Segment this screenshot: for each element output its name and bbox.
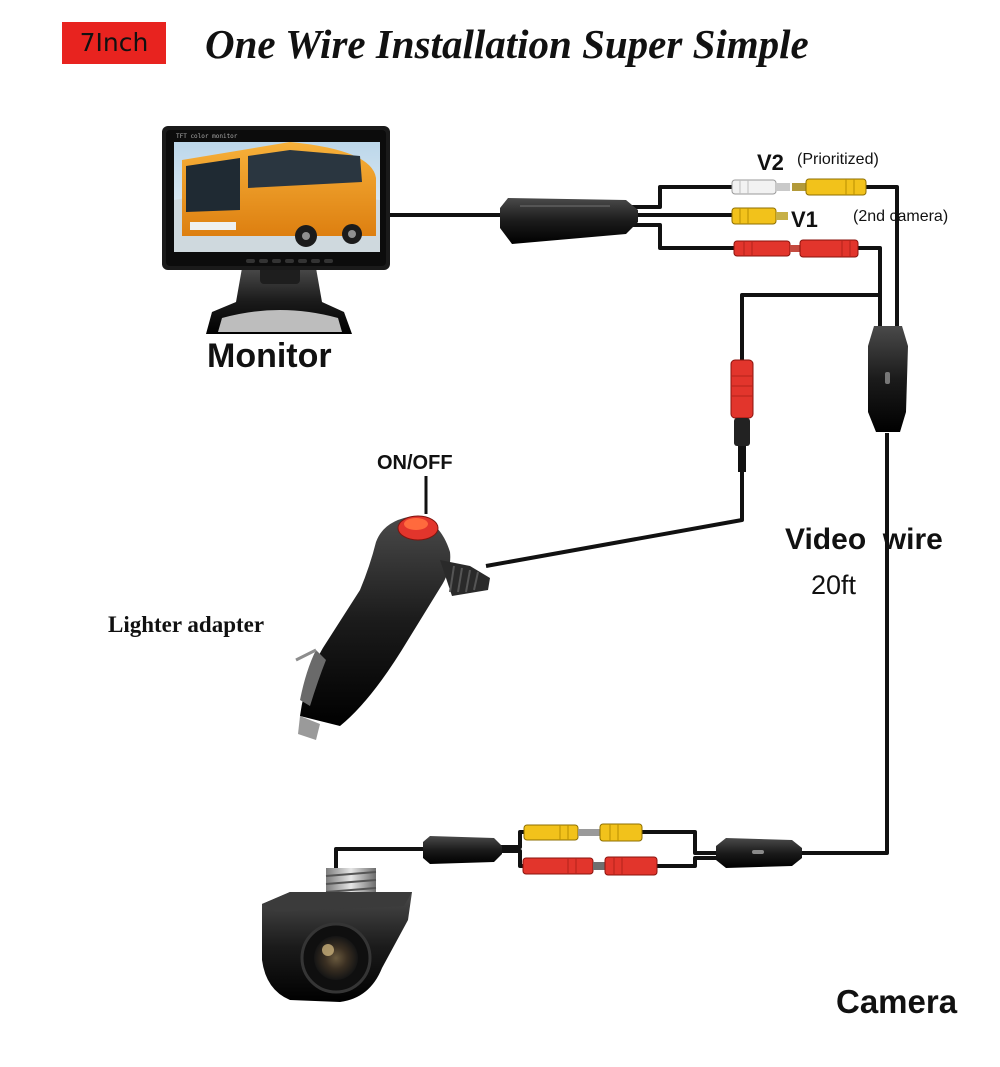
lighter-adapter-illustration [295, 476, 490, 740]
monitor-bezel-text: TFT color monitor [176, 133, 238, 140]
page-title: One Wire Installation Super Simple [205, 21, 809, 67]
power-cable-monitor [630, 223, 738, 250]
rca-yellow-v2-camera-connector [792, 178, 867, 196]
video-wire-label: Video wire [785, 523, 943, 556]
monitor-illustration: TFT color monitor [162, 126, 390, 334]
rca-connectors-top [731, 178, 867, 258]
v1-label: V1 [791, 207, 818, 232]
camera-harness [423, 823, 802, 876]
lighter-adapter-label: Lighter adapter [108, 612, 265, 637]
camera-inline-box-right [716, 838, 802, 868]
camera-inline-box-left [423, 836, 502, 864]
power-branch-cable [740, 293, 880, 362]
on-off-label: ON/OFF [377, 452, 453, 474]
camera-harness-left-lower [500, 849, 523, 868]
wire-length-label: 20ft [811, 570, 857, 600]
rca-yellow-v1-connector [731, 207, 788, 225]
camera-lead [334, 847, 423, 872]
rca-red-camera-connector [522, 856, 658, 876]
lighter-cable [485, 470, 744, 568]
monitor-splitter-box [500, 198, 638, 244]
camera-harness-upper [640, 830, 718, 855]
v2-camera-input-cable [866, 185, 899, 327]
camera-label: Camera [836, 983, 958, 1020]
rca-red-power-connector [733, 239, 859, 258]
v2-cable [630, 185, 735, 209]
camera-illustration [262, 868, 412, 1002]
power-feed-cable [858, 246, 882, 327]
second-camera-label: (2nd camera) [853, 208, 949, 225]
monitor-control-buttons [246, 259, 333, 263]
video-wire-20ft [800, 433, 889, 855]
video-power-junction-box [868, 326, 908, 432]
monitor-label: Monitor [207, 337, 332, 375]
rca-white-v2-connector [731, 179, 790, 195]
screen-size-badge: 7Inch [62, 22, 166, 64]
v2-label: V2 [757, 150, 784, 175]
camera-harness-lower [656, 856, 718, 868]
power-dc-plug [730, 359, 754, 472]
rca-yellow-camera-connector [523, 823, 643, 842]
v2-prioritized-note: (Prioritized) [797, 151, 879, 168]
